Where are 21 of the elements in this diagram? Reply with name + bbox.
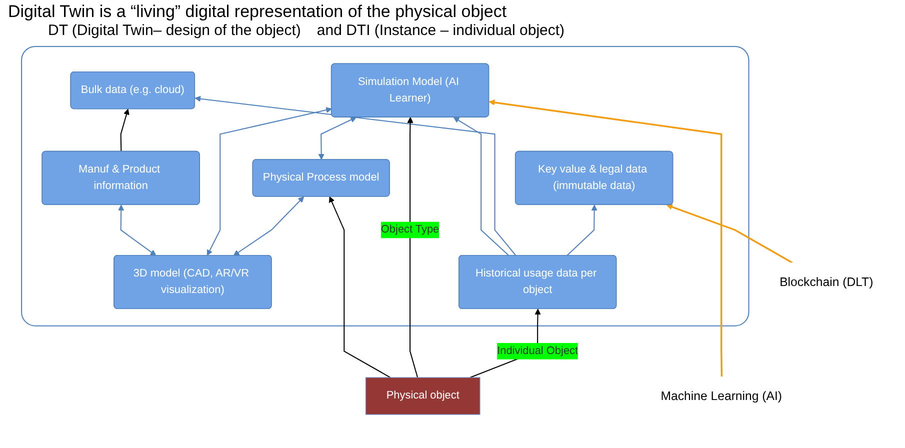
arrow (206, 107, 332, 256)
arrow (453, 117, 510, 256)
arrow (318, 116, 356, 160)
node-text: Machine Learning (AI) (660, 388, 782, 403)
diagram-title: Digital Twin is a “living” digital representation of the physical object (8, 2, 508, 22)
arrow (118, 204, 156, 256)
subtitle-text: DT (Digital Twin– design of the object) (48, 22, 301, 39)
cluster (21, 46, 750, 326)
arrow (194, 96, 516, 256)
arrow (666, 204, 793, 264)
edge-label: Individual Object (497, 345, 578, 357)
arrow (233, 196, 304, 256)
edge-label: Object Type (380, 224, 440, 236)
node-box: Physical object (365, 377, 480, 415)
arrow (566, 204, 598, 256)
arrow (407, 117, 418, 378)
arrow (120, 108, 130, 152)
arrow (329, 196, 391, 378)
node-text: Blockchain (DLT) (780, 274, 874, 289)
subtitle-text: and DTI (Instance – individual object) (316, 22, 565, 39)
arrow (488, 100, 723, 377)
